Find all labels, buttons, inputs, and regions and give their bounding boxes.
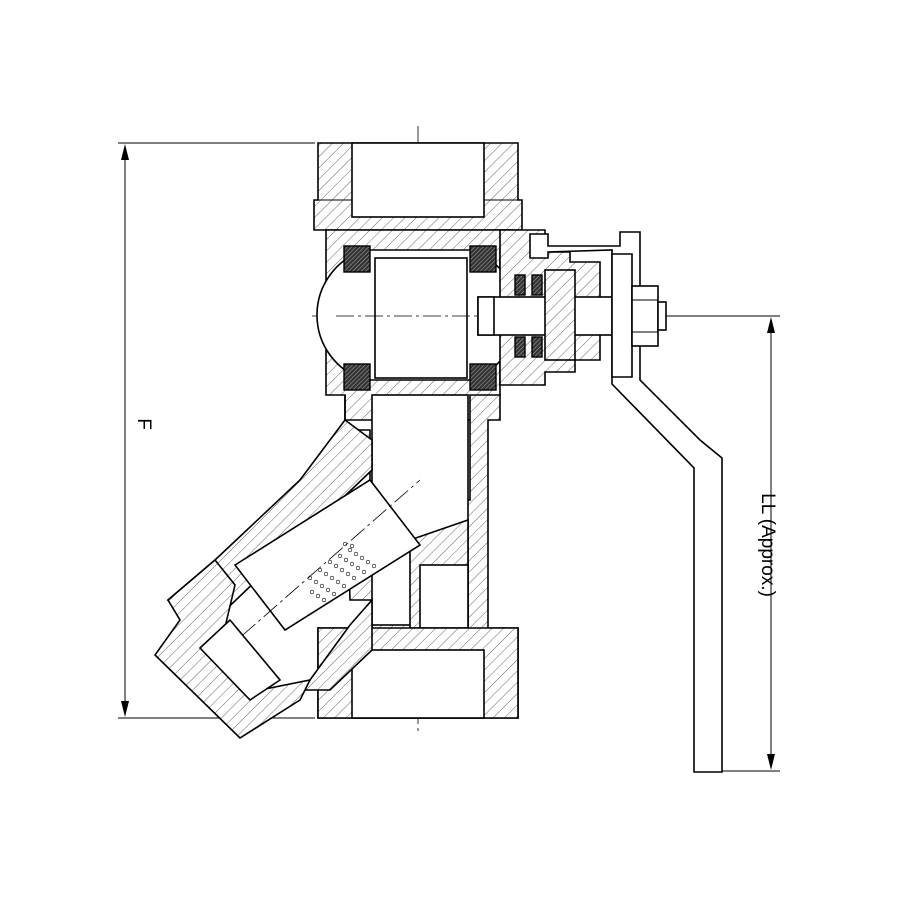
- dimension-f-arrow-bottom: [121, 701, 129, 717]
- dimension-f-label: F: [133, 418, 154, 430]
- dimension-f-arrow-top: [121, 144, 129, 160]
- seat-lower-left: [343, 363, 371, 391]
- seat-lower-right: [469, 363, 497, 391]
- top-end-connection: [313, 142, 523, 231]
- ball-valve-body: [316, 229, 519, 421]
- dimension-ll-arrow-bottom: [767, 754, 775, 770]
- dimension-f: F: [118, 142, 315, 719]
- dimension-ll: LL (Approx.): [660, 315, 780, 772]
- screen-perforations: [307, 541, 377, 603]
- hex-nut: [631, 285, 659, 347]
- dimension-ll-label: LL (Approx.): [757, 493, 778, 597]
- seat-upper-left: [343, 245, 371, 273]
- strainer-cap: [153, 558, 312, 740]
- strainer-screen: [233, 478, 422, 632]
- seat-upper-right: [469, 245, 497, 273]
- ball-bore: [374, 257, 468, 379]
- handle-lever: [529, 231, 723, 773]
- dimension-ll-arrow-top: [767, 317, 775, 333]
- strainer-leg: [153, 418, 422, 740]
